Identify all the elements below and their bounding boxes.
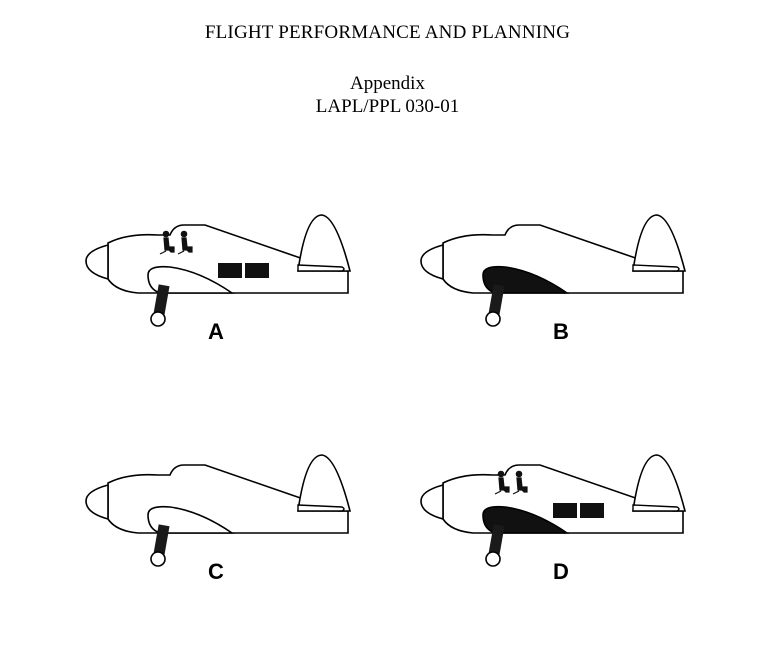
propeller-spinner bbox=[420, 483, 444, 521]
landing-gear-strut bbox=[153, 524, 170, 556]
horizontal-stabilizer bbox=[297, 264, 345, 272]
airplane-drawing bbox=[420, 214, 687, 327]
page-title: FLIGHT PERFORMANCE AND PLANNING bbox=[204, 22, 571, 43]
landing-gear-strut bbox=[488, 524, 505, 556]
figure-label-c: C bbox=[208, 559, 224, 584]
propeller-spinner bbox=[85, 243, 109, 281]
airplane-drawing bbox=[85, 454, 352, 567]
passenger-icons bbox=[159, 230, 193, 255]
vertical-tail bbox=[297, 454, 352, 512]
aircraft-figure-b: B bbox=[415, 205, 705, 345]
appendix-label: Appendix bbox=[350, 73, 425, 94]
landing-gear-strut bbox=[153, 284, 170, 316]
propeller-spinner bbox=[85, 483, 109, 521]
vertical-tail bbox=[297, 214, 352, 272]
aircraft-figure-d: D bbox=[415, 445, 705, 585]
airplane-drawing bbox=[85, 214, 352, 327]
propeller-spinner bbox=[420, 243, 444, 281]
appendix-reference: LAPL/PPL 030-01 bbox=[315, 96, 460, 117]
horizontal-stabilizer bbox=[632, 264, 680, 272]
landing-gear-wheel bbox=[485, 311, 501, 327]
figure-label-d: D bbox=[553, 559, 569, 584]
landing-gear-wheel bbox=[150, 311, 166, 327]
horizontal-stabilizer bbox=[632, 504, 680, 512]
aircraft-figure-c: C bbox=[80, 445, 370, 585]
figure-label-a: A bbox=[208, 319, 224, 344]
vertical-tail bbox=[632, 214, 687, 272]
horizontal-stabilizer bbox=[297, 504, 345, 512]
baggage-icons bbox=[553, 503, 604, 518]
aircraft-figure-a: A bbox=[80, 205, 370, 345]
landing-gear-wheel bbox=[485, 551, 501, 567]
landing-gear-strut bbox=[488, 284, 505, 316]
appendix-heading: Appendix LAPL/PPL 030-01 bbox=[0, 72, 775, 118]
passenger-icons bbox=[494, 470, 528, 495]
figure-label-b: B bbox=[553, 319, 569, 344]
baggage-icons bbox=[218, 263, 269, 278]
airplane-drawing bbox=[420, 454, 687, 567]
vertical-tail bbox=[632, 454, 687, 512]
landing-gear-wheel bbox=[150, 551, 166, 567]
